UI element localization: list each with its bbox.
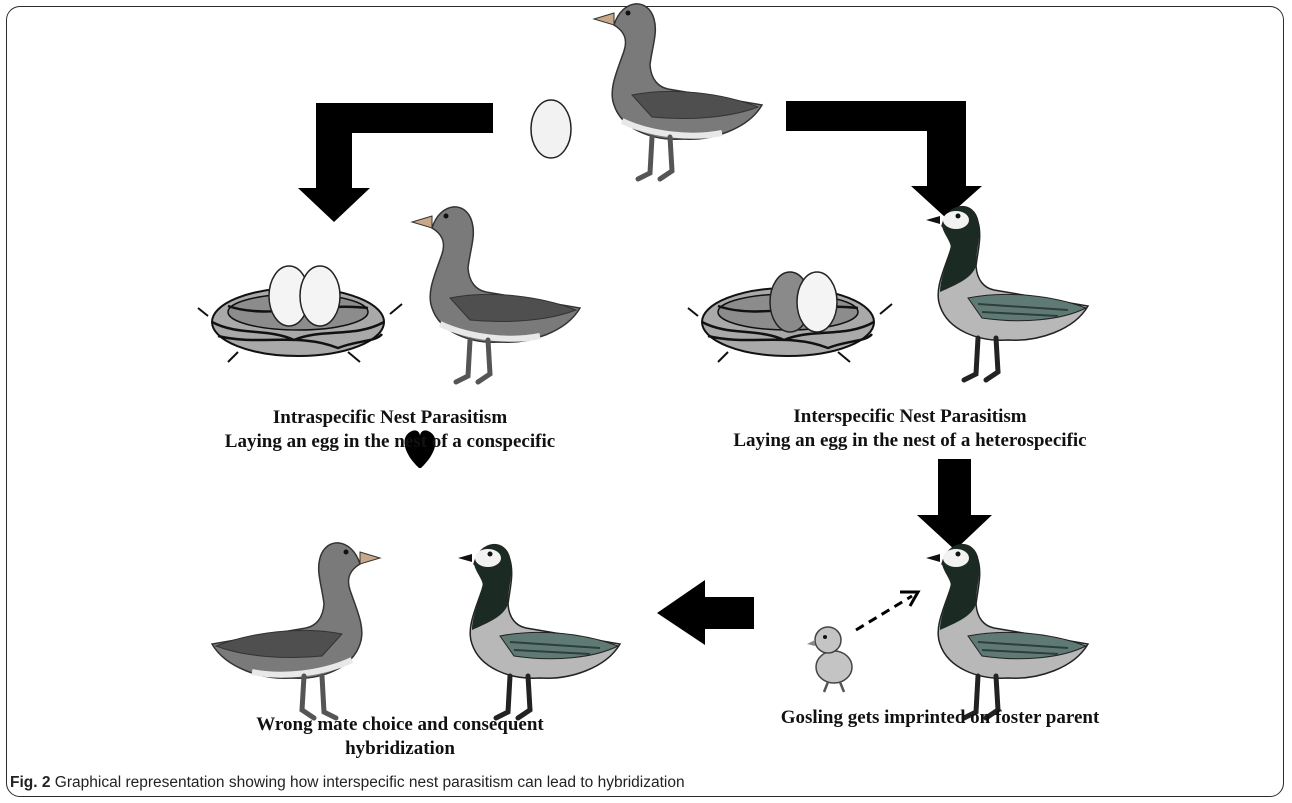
egg-icon xyxy=(300,266,340,326)
interspecific-title: Interspecific Nest Parasitism xyxy=(680,405,1140,429)
figure-caption: Fig. 2 Graphical representation showing … xyxy=(10,774,685,792)
caption-prefix: Fig. 2 xyxy=(10,774,50,791)
arrow-to-imprinting xyxy=(917,459,992,550)
hybridization-label: Wrong mate choice and consequent hybridi… xyxy=(238,713,562,761)
interspecific-subtitle: Laying an egg in the nest of a heterospe… xyxy=(680,429,1140,453)
gosling-icon xyxy=(807,627,852,692)
barnacle-goose-mate xyxy=(458,545,620,718)
greylag-goose-mate xyxy=(212,543,380,718)
intraspecific-subtitle: Laying an egg in the nest of a conspecif… xyxy=(170,430,610,454)
intraspecific-label: Intraspecific Nest Parasitism Laying an … xyxy=(170,406,610,454)
arrow-to-intraspecific xyxy=(298,103,493,222)
interspecific-label: Interspecific Nest Parasitism Laying an … xyxy=(680,405,1140,453)
arrow-to-interspecific xyxy=(786,101,982,218)
barnacle-goose-host xyxy=(926,207,1088,380)
dashed-imprinting-arrow xyxy=(856,592,918,630)
imprinting-label: Gosling gets imprinted on foster parent xyxy=(720,706,1160,730)
barnacle-goose-foster-parent xyxy=(926,545,1088,718)
egg-icon xyxy=(797,272,837,332)
egg-icon xyxy=(531,100,571,158)
greylag-goose-parent xyxy=(594,4,762,179)
intraspecific-title: Intraspecific Nest Parasitism xyxy=(170,406,610,430)
arrow-to-hybridization xyxy=(657,580,754,645)
caption-text: Graphical representation showing how int… xyxy=(55,774,685,791)
greylag-goose-host xyxy=(412,207,580,382)
